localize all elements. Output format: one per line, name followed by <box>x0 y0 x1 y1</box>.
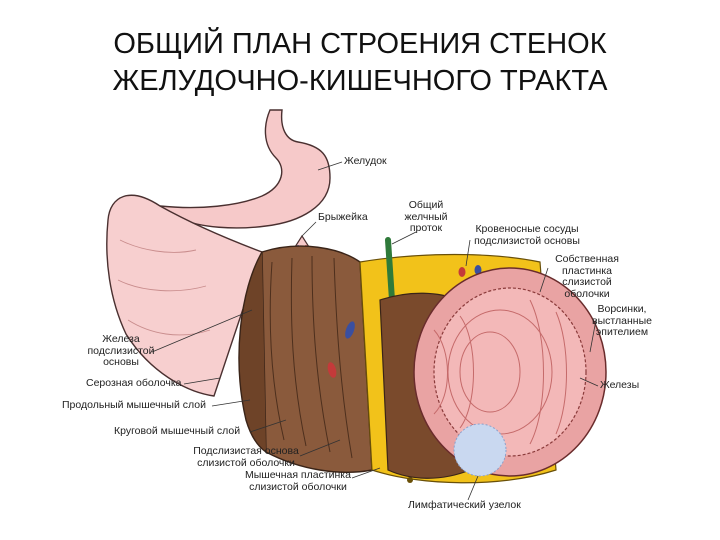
muscle-layers-drawing <box>238 245 373 473</box>
slide-title: ОБЩИЙ ПЛАН СТРОЕНИЯ СТЕНОК ЖЕЛУДОЧНО-КИШ… <box>0 26 720 100</box>
label-longitudinal-muscle: Продольный мышечный слой <box>62 399 206 411</box>
lymph-node-drawing <box>453 423 507 477</box>
mucosa-lumen-drawing <box>413 267 607 477</box>
serosa-sleeve-drawing <box>106 194 263 397</box>
label-stomach: Желудок <box>344 155 387 167</box>
title-line-2: ЖЕЛУДОЧНО-КИШЕЧНОГО ТРАКТА <box>112 65 608 97</box>
label-mesentery: Брыжейка <box>318 211 368 223</box>
label-circular-muscle: Круговой мышечный слой <box>114 425 241 437</box>
stomach-drawing <box>159 109 331 229</box>
label-serosa: Серозная оболочка <box>86 377 182 389</box>
title-line-1: ОБЩИЙ ПЛАН СТРОЕНИЯ СТЕНОК <box>113 28 607 60</box>
bile-duct-drawing <box>385 237 395 303</box>
leader-lines <box>151 161 599 501</box>
label-lymph-node: Лимфатический узелок <box>408 499 521 511</box>
label-glands: Железы <box>600 379 640 391</box>
